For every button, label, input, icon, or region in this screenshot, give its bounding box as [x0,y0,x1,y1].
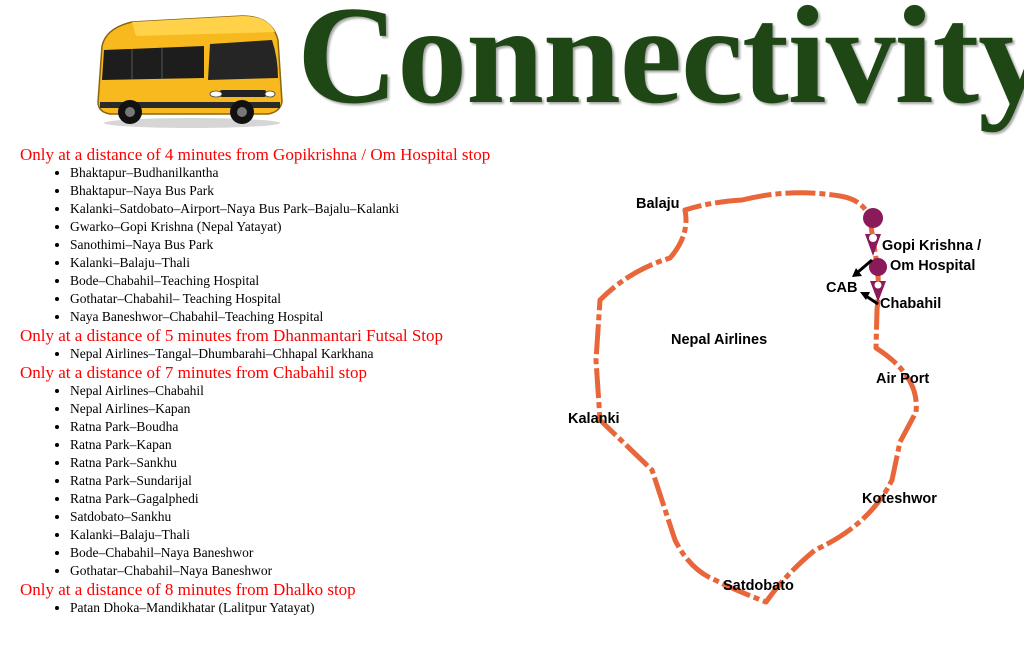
arrow-icon [852,258,873,277]
section-heading-gopikrishna: Only at a distance of 4 minutes from Gop… [20,145,491,164]
ring-road-path [593,190,919,605]
ring-road-map: Balaju Gopi Krishna / Om Hospital CAB Ch… [560,180,1020,610]
list-item: Ratna Park–Boudha [70,418,580,436]
map-label-chabahil: Chabahil [880,296,942,312]
map-label-kalanki: Kalanki [568,411,620,427]
list-item: Kalanki–Balaju–Thali [70,254,580,272]
route-list-dhanmantari: Nepal Airlines–Tangal–Dhumbarahi–Chhapal… [20,345,580,363]
map-label-balaju: Balaju [636,196,680,212]
list-item: Naya Baneshwor–Chabahil–Teaching Hospita… [70,308,580,326]
list-item: Ratna Park–Sankhu [70,454,580,472]
map-pin-icon [869,258,888,302]
section-heading-dhalko: Only at a distance of 8 minutes from Dha… [20,580,356,599]
map-label-gopi-krishna: Gopi Krishna / [882,238,982,254]
route-list-gopikrishna: Bhaktapur–Budhanilkantha Bhaktapur–Naya … [20,164,580,326]
list-item: Bhaktapur–Naya Bus Park [70,182,580,200]
list-item: Gothatar–Chabahil– Teaching Hospital [70,290,580,308]
list-item: Ratna Park–Kapan [70,436,580,454]
route-list-dhalko: Patan Dhoka–Mandikhatar (Lalitpur Yataya… [20,599,580,617]
list-item: Sanothimi–Naya Bus Park [70,236,580,254]
list-item: Kalanki–Satdobato–Airport–Naya Bus Park–… [70,200,580,218]
arrow-icon [860,292,879,306]
list-item: Bode–Chabahil–Teaching Hospital [70,272,580,290]
route-list-chabahil: Nepal Airlines–Chabahil Nepal Airlines–K… [20,382,580,580]
map-label-om-hospital: Om Hospital [890,258,976,274]
list-item: Gwarko–Gopi Krishna (Nepal Yatayat) [70,218,580,236]
list-item: Ratna Park–Sundarijal [70,472,580,490]
list-item: Nepal Airlines–Kapan [70,400,580,418]
section-heading-dhanmantari: Only at a distance of 5 minutes from Dha… [20,326,444,345]
list-item: Satdobato–Sankhu [70,508,580,526]
map-label-cab: CAB [826,280,858,296]
section-heading-chabahil: Only at a distance of 7 minutes from Cha… [20,363,368,382]
page-title: Connectivity [297,0,1024,133]
ring-road-svg [593,190,919,605]
list-item: Patan Dhoka–Mandikhatar (Lalitpur Yataya… [70,599,580,617]
map-label-air-port: Air Port [876,371,930,387]
map-label-satdobato: Satdobato [723,578,794,594]
list-item: Ratna Park–Gagalphedi [70,490,580,508]
map-label-koteshwor: Koteshwor [862,491,937,507]
bus-icon [97,15,283,128]
list-item: Bhaktapur–Budhanilkantha [70,164,580,182]
list-item: Nepal Airlines–Tangal–Dhumbarahi–Chhapal… [70,345,580,363]
list-item: Kalanki–Balaju–Thali [70,526,580,544]
map-label-nepal-airlines: Nepal Airlines [671,332,768,348]
list-item: Bode–Chabahil–Naya Baneshwor [70,544,580,562]
list-item: Nepal Airlines–Chabahil [70,382,580,400]
route-sections: Only at a distance of 4 minutes from Gop… [20,145,580,617]
map-pin-icon [863,208,884,256]
list-item: Gothatar–Chabahil–Naya Baneshwor [70,562,580,580]
